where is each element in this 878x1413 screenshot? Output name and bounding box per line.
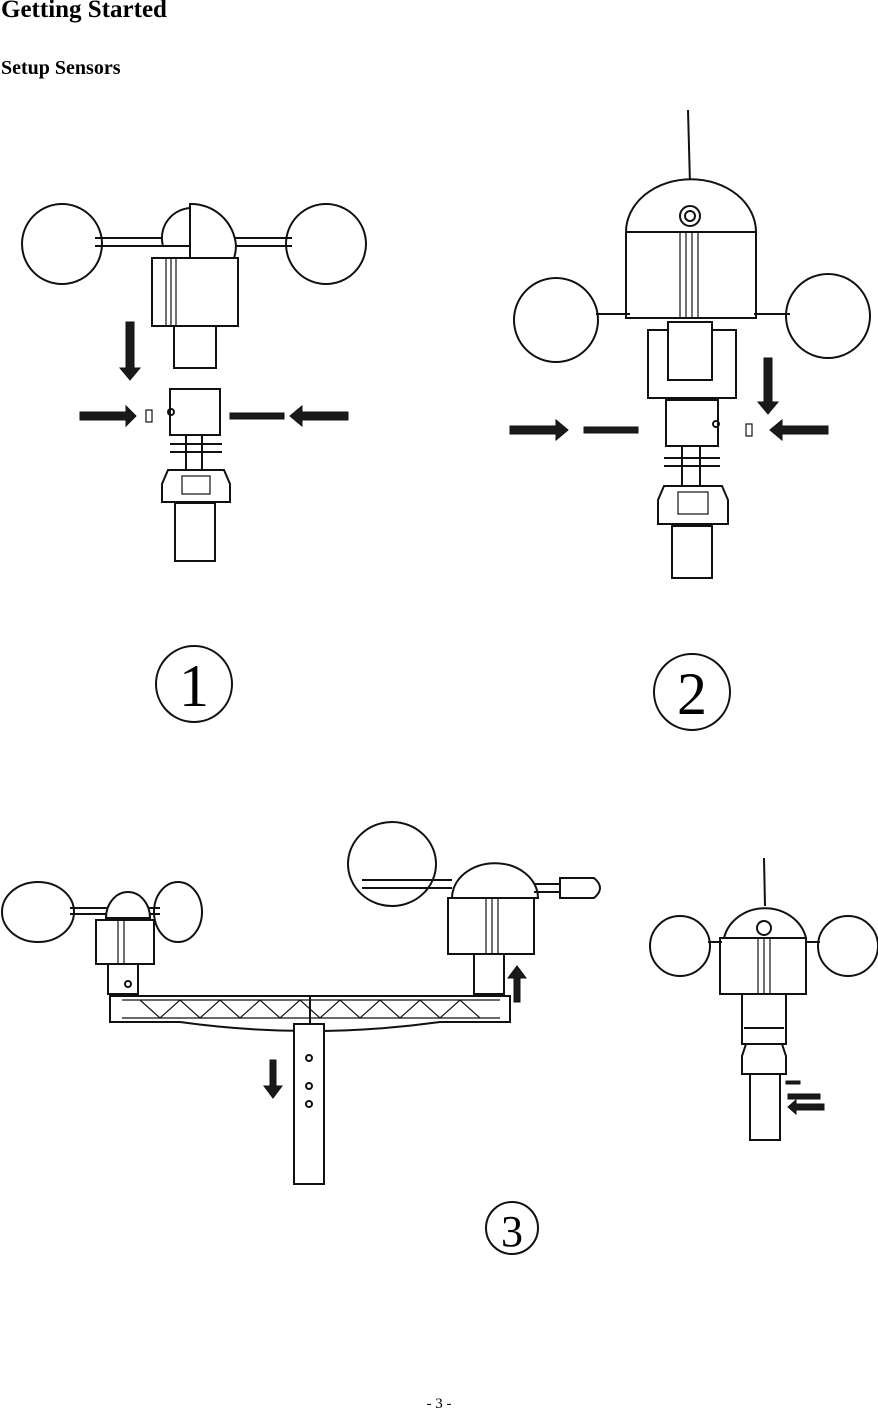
- step-number-2: 2: [677, 661, 707, 727]
- figure-1-anemometer-mount: 1: [22, 204, 366, 722]
- figure-2-wind-vane-mount: 2: [510, 110, 870, 730]
- step-number-1: 1: [179, 653, 209, 719]
- step-number-3: 3: [501, 1207, 523, 1256]
- page-number: - 3 -: [0, 1396, 878, 1413]
- figure-3-bracket-assembly: 3: [2, 822, 878, 1256]
